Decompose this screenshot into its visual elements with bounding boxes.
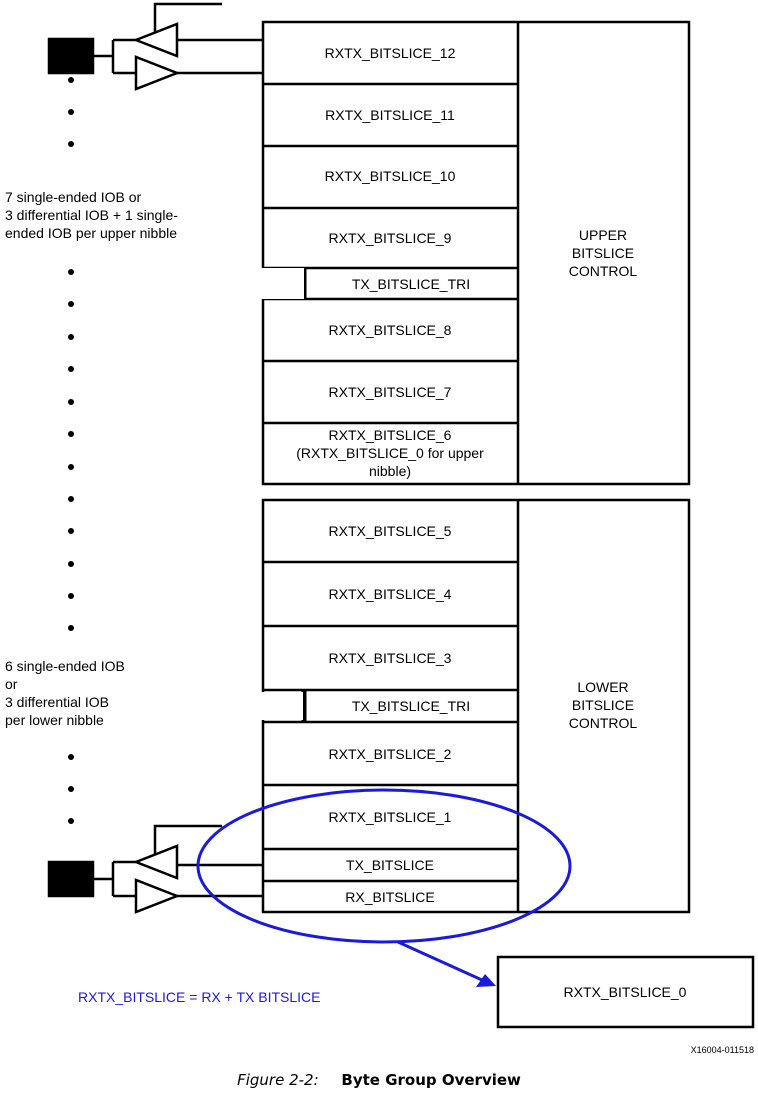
slice-label: RXTX_BITSLICE_9	[329, 230, 452, 246]
note-line: 7 single-ended IOB or	[5, 189, 142, 205]
note-line: 6 single-ended IOB	[5, 658, 125, 674]
bottom-input-buffer-icon	[132, 844, 179, 880]
bottom-output-buffer-icon	[134, 878, 181, 914]
figure-title: Byte Group Overview	[341, 1071, 521, 1089]
bottom-io-pad-icon	[47, 860, 95, 898]
lower-control-label: CONTROL	[569, 715, 638, 731]
highlight-arrow	[397, 940, 483, 982]
slice-label: RXTX_BITSLICE_1	[329, 809, 452, 825]
document-id: X16004-011518	[690, 1045, 754, 1055]
slice-label: RXTX_BITSLICE_11	[325, 107, 455, 123]
slice-6-note: nibble)	[369, 463, 411, 479]
slice-6-note: (RXTX_BITSLICE_0 for upper	[296, 445, 484, 461]
slice-label: RXTX_BITSLICE_5	[329, 523, 452, 539]
note-line: or	[5, 676, 18, 692]
lower-control-label: LOWER	[577, 679, 628, 695]
note-line: per lower nibble	[5, 712, 104, 728]
combined-slice-box	[496, 955, 755, 1029]
tx-slice-label: TX_BITSLICE	[346, 857, 434, 873]
top-input-buffer-icon	[132, 22, 179, 58]
upper-control-label: UPPER	[579, 227, 627, 243]
lower-nibble	[261, 498, 691, 914]
slice-6-label: RXTX_BITSLICE_6	[329, 427, 452, 443]
upper-nibble	[261, 20, 691, 486]
rx-slice-label: RX_BITSLICE	[345, 889, 434, 905]
slice-label: RXTX_BITSLICE_10	[325, 168, 456, 184]
note-line: 3 differential IOB + 1 single-	[5, 207, 178, 223]
upper-control-label: CONTROL	[569, 263, 638, 279]
slice-label: RXTX_BITSLICE_2	[329, 746, 452, 762]
lower-control-label: BITSLICE	[572, 697, 634, 713]
combined-slice-label: RXTX_BITSLICE_0	[564, 984, 687, 1000]
tri-slice-label: TX_BITSLICE_TRI	[352, 698, 470, 714]
arrow-head-icon	[476, 974, 496, 987]
slice-label: RXTX_BITSLICE_3	[329, 650, 452, 666]
highlight-ellipse	[196, 788, 572, 944]
figure-number: Figure 2-2:	[237, 1071, 319, 1089]
upper-nibble-frame	[261, 20, 691, 486]
figure-caption: Figure 2-2: Byte Group Overview	[0, 1071, 758, 1089]
upper-nibble-note: 7 single-ended IOB or 3 differential IOB…	[5, 188, 178, 242]
continuation-dots	[68, 77, 74, 824]
equation-label: RXTX_BITSLICE = RX + TX BITSLICE	[78, 989, 321, 1005]
note-line: ended IOB per upper nibble	[5, 225, 178, 241]
slice-label: RXTX_BITSLICE_12	[325, 45, 456, 61]
slice-label: RXTX_BITSLICE_4	[329, 586, 452, 602]
top-io-pad-icon	[47, 37, 95, 75]
slice-label: RXTX_BITSLICE_7	[329, 384, 452, 400]
top-output-buffer-icon	[134, 55, 181, 91]
top-io-buffer	[47, 2, 263, 91]
slice-label: RXTX_BITSLICE_8	[329, 322, 452, 338]
upper-control-label: BITSLICE	[572, 245, 634, 261]
bottom-io-buffer	[47, 824, 263, 914]
note-line: 3 differential IOB	[5, 694, 110, 710]
tri-slice-label: TX_BITSLICE_TRI	[352, 276, 470, 292]
lower-nibble-note: 6 single-ended IOB or 3 differential IOB…	[5, 657, 125, 729]
